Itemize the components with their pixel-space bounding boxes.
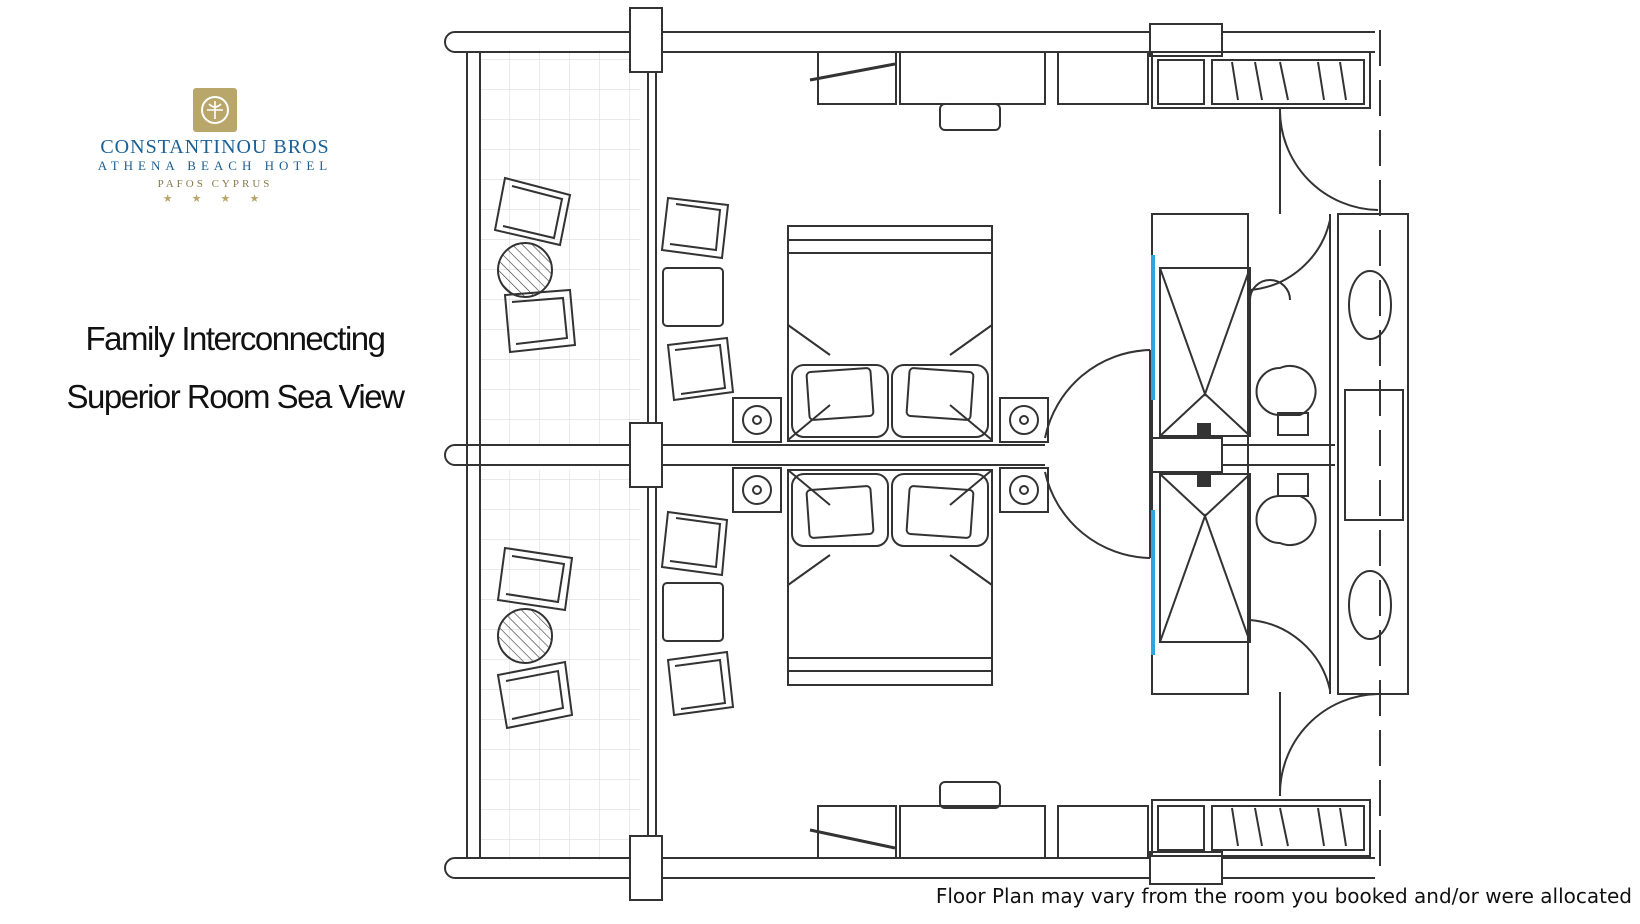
desk-top [809,51,1149,131]
middle-wall [444,444,1335,466]
bathroom [1151,213,1409,695]
column-middle [629,422,663,488]
armchair-top-2 [666,336,735,402]
toilets [1255,365,1317,546]
hotel-location: PAFOS CYPRUS [157,178,273,190]
bathroom-door-bottom [1249,619,1331,691]
wall-pier-bottom [1149,851,1223,885]
door-swing-top [1044,349,1151,445]
room-title-line-2: Superior Room Sea View [66,378,405,415]
balcony-set-bottom [496,546,574,730]
wardrobe-top [1151,51,1371,109]
armchair-bottom-2 [666,650,735,717]
top-wall [444,31,1375,53]
armchair-top-1 [660,196,730,260]
room-title: Family Interconnecting Superior Room Sea… [40,310,430,426]
column-bottom [629,835,663,901]
side-table-top [662,267,724,327]
entrance-door-bottom [1278,692,1379,797]
armchair-bottom-1 [660,510,729,577]
wardrobe-bottom [1151,799,1371,857]
wall-pier-middle [1149,437,1223,473]
hotel-stars: ★ ★ ★ ★ [162,193,268,205]
bottom-wall [444,857,1375,879]
floor-plan-disclaimer: Floor Plan may vary from the room you bo… [935,884,1632,908]
balcony-rail [466,52,481,858]
bathroom-door-top [1249,219,1331,291]
balcony-set-top [493,176,577,354]
brand-name: CONSTANTINOU BROS [100,136,330,158]
column-top [629,7,663,73]
wall-pier-top [1149,23,1223,57]
entrance-door-top [1278,107,1379,214]
side-table-bottom [662,582,724,642]
hotel-brand: CONSTANTINOU BROS ATHENA BEACH HOTEL PAF… [80,88,350,206]
bed-top [787,225,993,442]
desk-bottom [809,781,1149,859]
balcony-floor-top [480,50,640,445]
balcony-floor-bottom [480,470,640,860]
door-swing-bottom [1044,465,1151,559]
bed-bottom [787,469,993,686]
hotel-logo-icon [193,88,237,132]
room-title-line-1: Family Interconnecting [85,320,386,357]
hotel-name: ATHENA BEACH HOTEL [97,158,333,173]
nightstand-lamps [732,397,1049,513]
